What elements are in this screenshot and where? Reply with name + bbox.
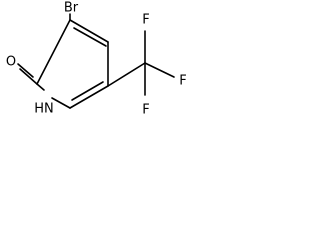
atom-label-nh: HN [34,102,54,117]
molecule-structure: Br O HN F F F [6,1,187,118]
atom-label-br: Br [64,1,79,16]
bond-c2-o-double [17,63,34,78]
bond-n-c2 [36,83,45,91]
molecule-canvas: Br O HN F F F [0,0,214,126]
atom-label-f-right: F [179,74,186,89]
atom-label-o: O [6,55,16,70]
bond-c5-c6 [69,85,109,109]
bond-c6-n [51,97,71,109]
bond-c3-c4 [69,19,109,43]
atom-label-f-bottom: F [142,103,149,118]
bond-c2-c3 [36,19,71,85]
bond-c5-cf3 [107,62,146,87]
bond-c2-o [19,68,38,85]
bond-cf3-f-right [144,62,175,78]
atom-label-f-top: F [142,13,149,28]
bond-c5-c6-inner-double [71,81,104,101]
bond-c4-c3-inner-double [73,27,107,47]
